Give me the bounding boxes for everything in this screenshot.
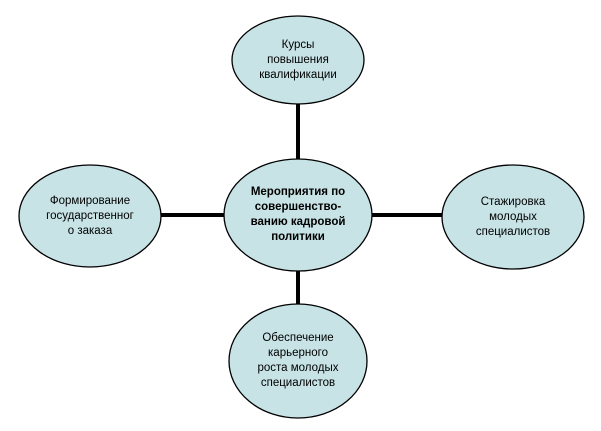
node-left-shape [18,164,162,268]
node-right-text: Стажировка молодых специалистов [475,195,551,238]
node-right-label: Стажировка молодых специалистов [445,185,581,249]
node-center-shape [223,158,373,272]
node-left-text: Формирование государственног о заказа [46,194,134,237]
node-top-shape [231,15,365,105]
node-left-label: Формирование государственног о заказа [22,184,158,248]
node-bottom-shape [228,303,368,419]
node-top-text: Курсы повышения квалификации [259,38,337,81]
node-right-shape [441,164,585,270]
node-center-text: Мероприятия по совершенство- ванию кадро… [250,186,346,243]
node-top-label: Курсы повышения квалификации [238,28,358,92]
node-bottom-text: Обеспечение карьерного роста молодых спе… [257,332,339,389]
node-center-label: Мероприятия по совершенство- ванию кадро… [226,177,370,253]
node-bottom-label: Обеспечение карьерного роста молодых спе… [234,323,362,399]
